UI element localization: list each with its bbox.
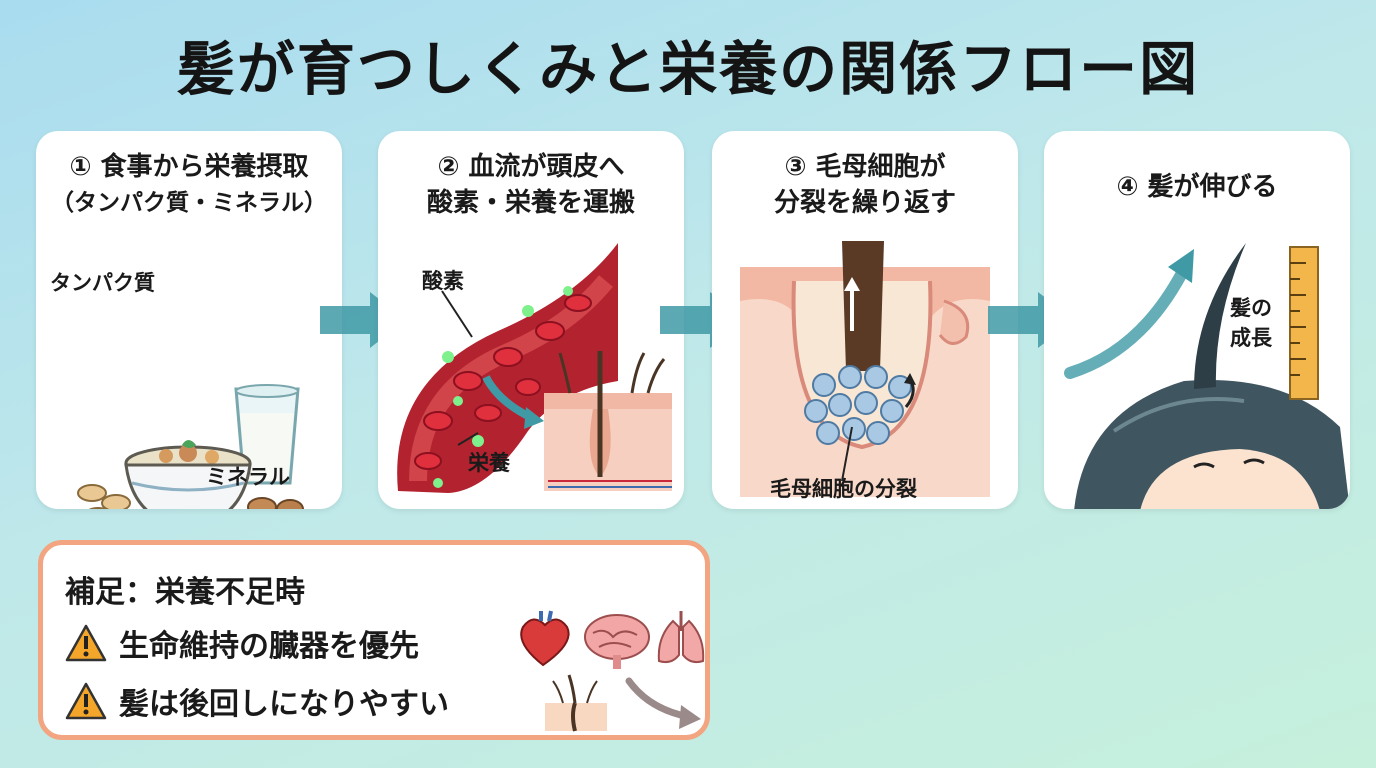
growth-label-line1: 髪の bbox=[1230, 296, 1272, 320]
step-2-title: ② 血流が頭皮へ 酸素・栄養を運搬 bbox=[378, 149, 684, 221]
food-illustration bbox=[77, 384, 304, 509]
hair-growth-illustration bbox=[1064, 243, 1350, 509]
page-title: 髪が育つしくみと栄養の関係フロー図 bbox=[176, 35, 1200, 103]
step-card-4: ④ 髪が伸びる 髪の 成長 bbox=[1044, 131, 1350, 509]
division-label: 毛母細胞の分裂 bbox=[770, 477, 917, 501]
step-card-1: ① 食事から栄養摂取 （タンパク質・ミネラル） bbox=[36, 131, 342, 509]
milk-glass-icon bbox=[234, 384, 300, 485]
follicle-down-illustration bbox=[545, 674, 701, 732]
head-icon bbox=[1074, 379, 1350, 509]
bowl-icon bbox=[124, 440, 252, 509]
ruler-icon bbox=[1289, 246, 1319, 400]
note-item-2-text: 髪は後回しになりやすい bbox=[119, 687, 449, 722]
step-2-title-line1: ② 血流が頭皮へ bbox=[437, 152, 625, 182]
step-3-title: ③ 毛母細胞が 分裂を繰り返す bbox=[712, 149, 1018, 221]
step-4-title: ④ 髪が伸びる bbox=[1116, 172, 1278, 202]
heart-icon bbox=[520, 610, 570, 667]
growth-label-line2: 成長 bbox=[1230, 326, 1272, 350]
step-1-title-line2: （タンパク質・ミネラル） bbox=[51, 190, 327, 216]
note-item-1-text: 生命維持の臓器を優先 bbox=[119, 629, 419, 664]
note-title: 補足：栄養不足時 bbox=[65, 575, 305, 610]
step-card-3: ③ 毛母細胞が 分裂を繰り返す 毛母細胞の分裂 bbox=[712, 131, 1018, 509]
growth-label: 髪の 成長 bbox=[1230, 293, 1272, 353]
nutrition-label: 栄養 bbox=[468, 451, 510, 475]
hair-follicle-illustration bbox=[740, 241, 990, 497]
blood-cell-icons bbox=[414, 294, 592, 470]
step-2-title-line2: 酸素・栄養を運搬 bbox=[426, 188, 635, 218]
cell-icons bbox=[804, 365, 912, 445]
step-1-title: ① 食事から栄養摂取 （タンパク質・ミネラル） bbox=[36, 149, 342, 221]
protein-label: タンパク質 bbox=[50, 271, 155, 295]
mineral-label: ミネラル bbox=[206, 465, 290, 489]
step-3-title-line2: 分裂を繰り返す bbox=[773, 188, 956, 218]
brain-icon bbox=[584, 614, 650, 669]
blood-vessel-illustration bbox=[397, 243, 672, 493]
scalp-section-icon bbox=[544, 351, 672, 491]
oxygen-label: 酸素 bbox=[422, 269, 464, 293]
step-1-title-line1: ① 食事から栄養摂取 bbox=[69, 152, 309, 182]
warning-icon bbox=[65, 624, 107, 662]
step-3-title-line1: ③ 毛母細胞が bbox=[784, 152, 946, 182]
organ-icons bbox=[520, 610, 705, 669]
nutrient-dots-icon bbox=[433, 286, 573, 488]
note-item-2: 髪は後回しになりやすい bbox=[65, 679, 449, 723]
note-box: 補足：栄養不足時 生命維持の臓器を優先 髪は後回しになりやすい bbox=[38, 540, 710, 740]
lungs-icon bbox=[657, 611, 705, 664]
step-card-2: ② 血流が頭皮へ 酸素・栄養を運搬 bbox=[378, 131, 684, 509]
warning-icon bbox=[65, 682, 107, 720]
note-item-1: 生命維持の臓器を優先 bbox=[65, 621, 419, 665]
nuts-icon bbox=[77, 484, 304, 509]
